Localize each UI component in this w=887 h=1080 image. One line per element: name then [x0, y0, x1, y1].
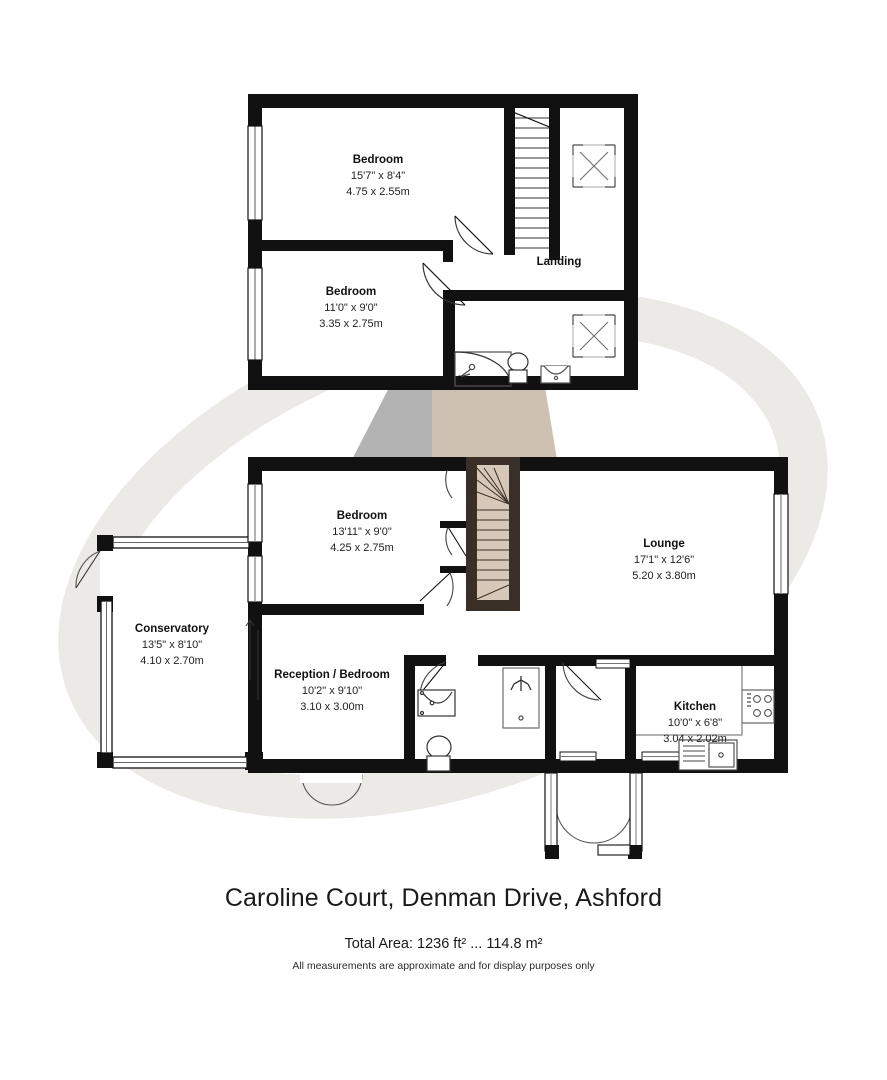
- room-dim-metric-kitchen: 3.04 x 2.02m: [663, 733, 727, 745]
- door-bed1: [454, 215, 494, 255]
- wall-landing-bath: [443, 290, 624, 301]
- wall-stair-g-left: [466, 461, 477, 611]
- room-label-reception-bedroom: Reception / Bedroom: [274, 669, 390, 681]
- wall-stair-g-right: [509, 461, 520, 611]
- bath-downstairs-icon: [417, 689, 456, 717]
- room-dim-imperial-bedroom-1: 15'7" x 8'4": [351, 170, 405, 182]
- door-hall-to-kitchen: [562, 661, 602, 701]
- wc-upstairs-icon: [507, 352, 529, 384]
- window-bed2-left: [247, 267, 263, 361]
- wall-hall-top-2: [478, 655, 556, 666]
- window-bed3-left: [247, 483, 263, 543]
- room-dim-imperial-reception-bedroom: 10'2" x 9'10": [302, 685, 362, 697]
- wall-stair-g-top: [466, 457, 520, 465]
- wall-stair-right: [549, 108, 560, 260]
- loft-hatch-b-icon: [572, 314, 616, 358]
- room-dim-metric-bedroom-2: 3.35 x 2.75m: [319, 318, 383, 330]
- room-dim-imperial-lounge: 17'1" x 12'6": [634, 554, 694, 566]
- room-dim-metric-bedroom-1: 4.75 x 2.55m: [346, 186, 410, 198]
- wall-stair-left: [504, 108, 515, 255]
- opening-conservatory-reception: [245, 619, 259, 700]
- basin-upstairs-icon: [540, 365, 571, 384]
- hob-kitchen-icon: [741, 689, 775, 724]
- door-bed3-b: [440, 521, 467, 557]
- room-dim-imperial-bedroom-2: 11'0" x 9'0": [324, 302, 377, 314]
- measurement-disclaimer: All measurements are approximate and for…: [292, 960, 595, 972]
- kitchen-worktop: [636, 666, 743, 736]
- room-label-landing: Landing: [537, 256, 582, 268]
- window-lounge-right: [773, 493, 789, 595]
- room-dim-imperial-conservatory: 13'5" x 8'10": [142, 639, 202, 651]
- wall-hall-left: [404, 655, 415, 759]
- shower-downstairs-icon: [502, 667, 540, 729]
- entrance-porch: [300, 772, 643, 859]
- window-bed1-left: [247, 125, 263, 221]
- wall-bed1-bed2: [248, 240, 453, 251]
- wall-kitchen-left: [625, 655, 636, 759]
- door-sills: [559, 658, 687, 762]
- wall-stair-g-bottom: [466, 600, 520, 611]
- door-bed2: [422, 262, 466, 306]
- room-dim-imperial-bedroom-3: 13'11" x 9'0": [332, 526, 392, 538]
- loft-hatch-a-icon: [572, 144, 616, 188]
- total-area-text: Total Area: 1236 ft² ... 114.8 m²: [344, 936, 543, 952]
- property-address: Caroline Court, Denman Drive, Ashford: [224, 884, 663, 912]
- first-floor-plan: Landing Bedroom 15'7" x 8'4" 4.75 x 2.55…: [247, 94, 638, 390]
- wc-downstairs-icon: [426, 735, 452, 772]
- room-dim-metric-lounge: 5.20 x 3.80m: [632, 570, 696, 582]
- room-label-kitchen: Kitchen: [674, 701, 716, 713]
- conservatory-structure: [75, 535, 263, 770]
- staircase-first-floor: [507, 108, 553, 255]
- window-bed3-left-2: [247, 555, 263, 603]
- door-reception: [419, 566, 466, 607]
- ground-floor-plan: Bedroom 13'11" x 9'0" 4.25 x 2.75m Loung…: [75, 457, 789, 859]
- room-label-bedroom-3: Bedroom: [337, 510, 387, 522]
- room-label-bedroom-2: Bedroom: [326, 286, 376, 298]
- room-label-bedroom-1: Bedroom: [353, 154, 403, 166]
- room-dim-metric-reception-bedroom: 3.10 x 3.00m: [300, 701, 364, 713]
- wall-bed2-bath: [443, 296, 455, 390]
- wall-bath-right: [545, 655, 556, 759]
- wall-nib-a: [443, 240, 453, 262]
- plan-caption: Caroline Court, Denman Drive, Ashford To…: [0, 884, 887, 972]
- room-dim-metric-conservatory: 4.10 x 2.70m: [140, 655, 204, 667]
- wall-lounge-bottom: [636, 655, 788, 666]
- room-dim-metric-bedroom-3: 4.25 x 2.75m: [330, 542, 394, 554]
- room-label-lounge: Lounge: [643, 538, 685, 550]
- door-bed3-a: [440, 463, 466, 499]
- wall-bed3-reception: [248, 604, 424, 615]
- room-label-conservatory: Conservatory: [135, 623, 210, 635]
- room-dim-imperial-kitchen: 10'0" x 6'8": [668, 717, 722, 729]
- wall-hall-top: [404, 655, 446, 666]
- staircase-ground-floor: [476, 465, 510, 600]
- sink-kitchen-icon: [678, 739, 738, 771]
